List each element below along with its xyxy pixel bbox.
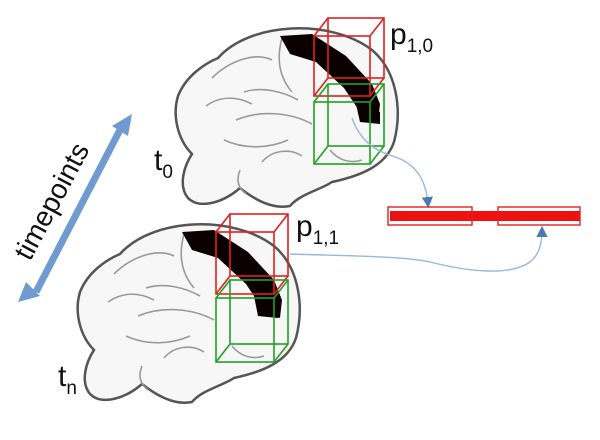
lesion-top: [280, 34, 380, 122]
lesion-bottom: [182, 230, 282, 318]
patch-cube-top-red: [313, 17, 385, 97]
brain-top-sulci: [205, 37, 363, 195]
connector-bottom-to-vector: [289, 225, 548, 272]
timepoint-label-top: t0: [154, 144, 173, 183]
feature-vector-segment-right: [497, 206, 581, 226]
timepoint-label-bottom: tn: [58, 360, 77, 399]
lesion-top-lower: [356, 104, 380, 124]
patch-label-bottom: p1,1: [296, 210, 339, 249]
brain-bottom: [76, 223, 301, 404]
patch-cube-bottom-green: [215, 279, 289, 363]
brain-bottom-sulci: [107, 233, 265, 391]
patch-cube-top-green: [313, 83, 385, 165]
timepoints-double-arrow: [18, 114, 132, 302]
feature-vector: [387, 206, 581, 226]
feature-vector-bar: [390, 211, 580, 221]
brain-top: [174, 27, 399, 208]
feature-vector-segment-left: [387, 206, 473, 226]
patch-label-top: p1,0: [390, 18, 433, 57]
patch-cube-bottom-red: [215, 213, 289, 295]
connector-top-to-vector: [351, 117, 433, 209]
